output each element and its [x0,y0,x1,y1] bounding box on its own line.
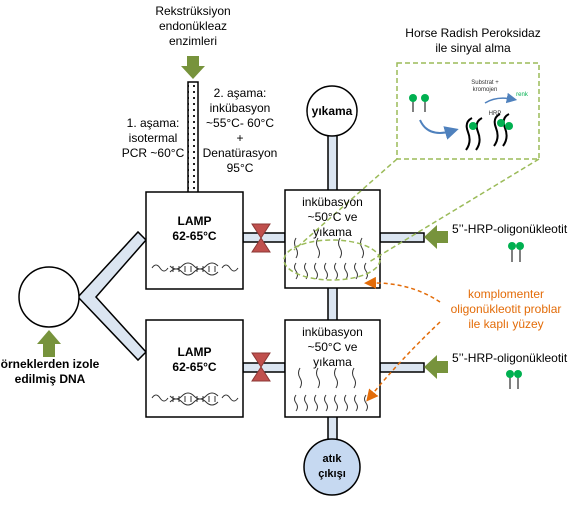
inset-substrate-line: Substrat + [471,80,499,86]
hrp-title: Horse Radish Peroksidaz ile sinyal alma [393,26,553,56]
incubation-bottom-label: inkübasyon ~50°C ve yıkama [285,325,380,370]
incubation-top-label: inkübasyon ~50°C ve yıkama [285,195,380,240]
zoom-line [368,158,540,263]
arrow-probe-top-icon [424,225,448,249]
stage2-line: ~55°C- 60°C [206,116,274,130]
lamp-top-line: LAMP [177,214,212,228]
stage2-line: + [236,131,244,145]
valve-top-icon [251,223,271,253]
lamp-chamber-top [145,191,244,290]
sample-label-line: örneklerden izole [0,357,100,371]
lamp-top-line: 62-65°C [172,229,217,243]
arrow-probe-bottom-icon [424,355,448,379]
incubation-bottom-line: ~50°C ve [307,340,358,354]
dna-helix-icon [151,262,239,276]
incubation-bottom-line: inkübasyon [302,325,363,339]
stage1-label: 1. aşama: isotermal PCR ~60°C [118,116,188,161]
inset-hrp-dot [505,122,513,130]
sample-label: örneklerden izole edilmiş DNA [0,357,100,387]
incubation-bottom-line: yıkama [313,355,352,369]
arrow-enzyme-down-icon [181,56,205,79]
tube-probe-inlet-top [379,232,425,243]
lamp-top-label: LAMP 62-65°C [146,214,243,244]
stage2-line: inkübasyon [209,101,271,115]
stage2-line: 95°C [226,161,254,175]
hrp-probe-icon [508,242,524,262]
surface-note-line: ile kaplı yüzey [468,317,544,331]
hrp-probe-icon [506,370,522,389]
annotation-arrow [366,321,441,402]
enzyme-label-line: Rekstrüksiyon [155,4,231,18]
stage2-line: 2. aşama: [213,86,267,100]
enzyme-label: Rekstrüksiyon endonükleaz enzimleri [143,4,243,49]
stage1-line: isotermal [128,131,178,145]
enzyme-feed-tube [187,81,199,195]
oligo-strands-icon [294,367,368,412]
tube-inc-top-to-bottom [327,286,338,322]
surface-note-line: oligonükleotit problar [450,302,562,316]
stage1-line: 1. aşama: [126,116,180,130]
hrp-title-line: ile sinyal alma [435,41,511,55]
dna-helix-icon [151,392,239,406]
oligo-strands-icon [294,237,368,280]
zoom-line [293,158,398,251]
sample-label-line: edilmiş DNA [14,372,86,386]
tube-wash-to-inc [327,127,338,192]
incubation-chamber-top [284,189,381,289]
waste-outlet-circle [303,438,361,496]
arrow-sample-up-icon [37,330,61,357]
inset-flow-arrow [419,119,459,140]
surface-note-label: komplomenter oligonükleotit problar ile … [436,287,576,332]
lamp-bottom-label: LAMP 62-65°C [146,345,243,375]
inset-substrate-label: Substrat + kromojen [460,80,510,94]
inset-bound-strands-icon [465,113,510,151]
tube-probe-inlet-bottom [379,362,425,373]
probe-top-label: 5’’-HRP-oligonükleotit [452,222,568,236]
wash-label: yıkama [311,104,353,118]
lamp-bottom-line: 62-65°C [172,360,217,374]
stage2-line: Denatürasyon [202,146,278,160]
sample-inlet-circle [18,266,80,328]
inset-substrate-line: kromojen [472,87,498,93]
inset-probe-icon [409,94,429,112]
lamp-bottom-line: LAMP [177,345,212,359]
enzyme-label-line: endonükleaz [158,19,228,33]
enzyme-label-line: enzimleri [168,34,217,48]
hrp-inset-box [396,62,540,160]
sample-split-tube [76,230,148,362]
tube-inc-to-waste [327,415,338,441]
waste-label-line: atık [322,453,342,465]
stage2-label: 2. aşama: inkübasyon ~55°C- 60°C + Denat… [199,86,281,176]
incubation-top-line: yıkama [313,225,352,239]
inset-hrp-dot [469,122,477,130]
incubation-chamber-bottom [284,319,381,418]
surface-note-line: komplomenter [467,287,545,301]
inset-reaction-arrow [484,92,518,104]
stage1-line: PCR ~60°C [121,146,185,160]
tube-lamp-top-to-inc [242,232,286,243]
waste-label-line: çıkışı [318,468,346,480]
wash-inlet-circle [306,85,358,137]
surface-highlight-ellipse [283,239,381,281]
valve-bottom-icon [251,352,271,382]
annotation-arrow [364,276,441,303]
probe-bottom-label: 5’’-HRP-oligonükleotit [452,351,568,365]
waste-label: atık çıkışı [305,452,359,482]
tube-lamp-bottom-to-inc [242,362,286,373]
incubation-top-line: inkübasyon [302,195,363,209]
incubation-top-line: ~50°C ve [307,210,358,224]
hrp-title-line: Horse Radish Peroksidaz [405,26,541,40]
inset-hrp-label: HRP [488,111,502,117]
inset-hrp-dot [497,119,505,127]
inset-renk-label: renk [516,92,528,98]
